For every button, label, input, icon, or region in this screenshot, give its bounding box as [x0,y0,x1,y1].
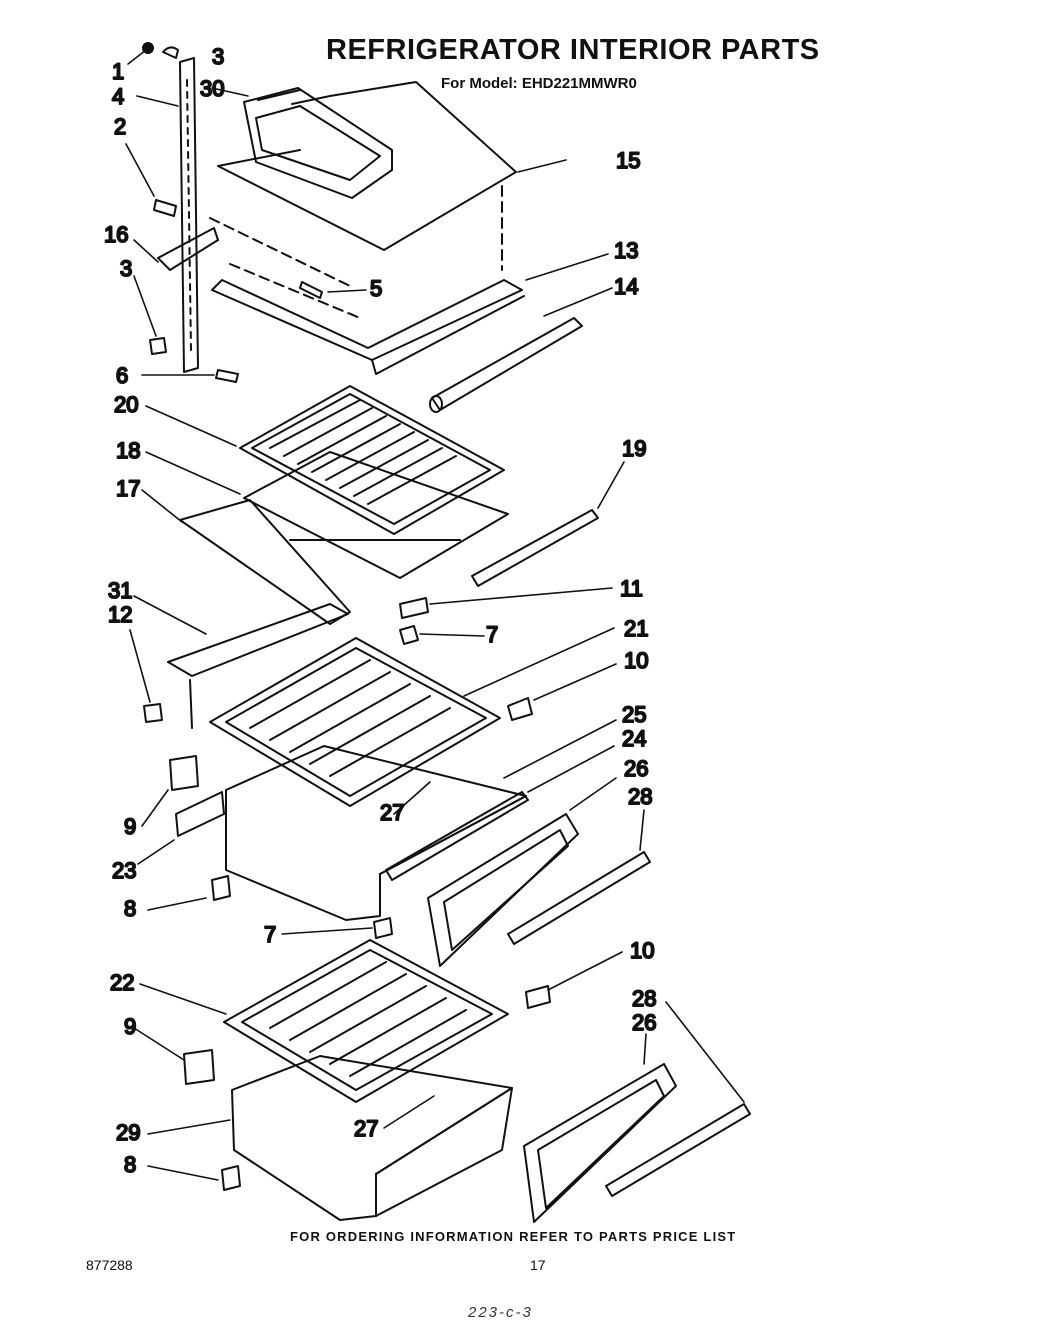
callout-16: 16 [104,222,128,247]
cam-part-10-lower [525,985,551,1009]
callout-30: 30 [200,76,224,101]
clip-part-8-lower [221,1165,241,1191]
clip-part-3-top [162,46,179,59]
callout-12: 12 [108,602,132,627]
glass-shelf-part-15 [217,81,517,271]
callout-8-lower: 8 [124,1152,136,1177]
shelf-frame-part-13 [211,263,525,375]
callout-27-lower: 27 [354,1116,378,1141]
callout-23: 23 [112,858,136,883]
callout-24: 24 [622,726,646,751]
hinge-part-9-upper [169,755,199,791]
clip-part-7-upper [399,625,419,645]
trim-part-24 [385,791,529,881]
stud-part-2 [153,199,177,217]
callout-14: 14 [614,274,638,299]
callout-25: 25 [622,702,646,727]
callout-6: 6 [116,363,128,388]
callout-21: 21 [624,616,648,641]
callout-11: 11 [620,576,643,601]
trim-part-28-lower [605,1103,751,1197]
leader-lines [125,49,745,1181]
bin-part-30 [243,87,393,199]
ordering-note: FOR ORDERING INFORMATION REFER TO PARTS … [290,1229,737,1244]
screw-part-12 [143,703,163,723]
callout-10-lower: 10 [630,938,654,963]
vertical-rail [179,57,199,373]
bracket-part-17 [179,499,461,625]
cover-frame-part-31 [167,603,349,729]
callout-26-lower: 26 [632,1010,656,1035]
callout-2: 2 [114,114,126,139]
clip-part-8-upper [211,875,231,901]
plate-part-23 [175,791,225,837]
callout-9-upper: 9 [124,814,136,839]
callout-5: 5 [370,276,382,301]
screw-part-6 [215,369,239,383]
callout-9-lower: 9 [124,1014,136,1039]
reference-stamp: 223-c-3 [468,1304,533,1321]
callout-labels: 1 3 4 30 2 15 16 13 3 5 14 6 20 19 18 17… [103,43,657,1178]
document-number: 877288 [86,1257,133,1273]
cam-part-11 [399,597,429,619]
hinge-part-9-lower [183,1049,215,1085]
callout-13: 13 [614,238,638,263]
callout-28-upper: 28 [628,784,652,809]
callout-15: 15 [616,148,640,173]
shelf-bracket-part-16 [157,217,351,287]
callout-18: 18 [116,438,140,463]
bracket-part-3-lower [149,337,167,355]
trim-part-14 [429,317,583,413]
callout-19: 19 [622,436,646,461]
cover-part-20 [239,385,505,535]
callout-20: 20 [114,392,138,417]
callout-8-upper: 8 [124,896,136,921]
callout-27-upper: 27 [380,800,404,825]
callout-10-upper: 10 [624,648,648,673]
callout-4: 4 [112,84,124,109]
page-number: 17 [530,1257,546,1273]
callout-22: 22 [110,970,134,995]
model-subtitle: For Model: EHD221MMWR0 [441,75,637,92]
page-title: REFRIGERATOR INTERIOR PARTS [326,34,820,66]
callout-28-lower: 28 [632,986,656,1011]
frame-part-18 [243,451,509,579]
crisper-pan-part-25 [225,745,527,921]
clip-part-7-lower [373,917,393,939]
callout-31: 31 [108,578,132,603]
cam-part-10-upper [507,697,533,721]
screw-part-5 [299,281,323,299]
trim-part-28-upper [507,851,651,945]
callout-7-lower: 7 [264,922,276,947]
callout-7-upper: 7 [486,622,498,647]
callout-1: 1 [112,59,124,84]
callout-17: 17 [116,476,140,501]
drawer-front-part-26-lower [523,1063,677,1223]
trim-part-19 [471,509,599,587]
drawer-front-part-26-upper [427,813,579,967]
cover-part-22 [223,939,509,1103]
cover-part-21 [209,637,501,807]
pan-part-29 [231,1055,513,1221]
callout-3-lower: 3 [120,256,132,281]
callout-3-top: 3 [212,44,224,69]
callout-29: 29 [116,1120,140,1145]
callout-26-upper: 26 [624,756,648,781]
